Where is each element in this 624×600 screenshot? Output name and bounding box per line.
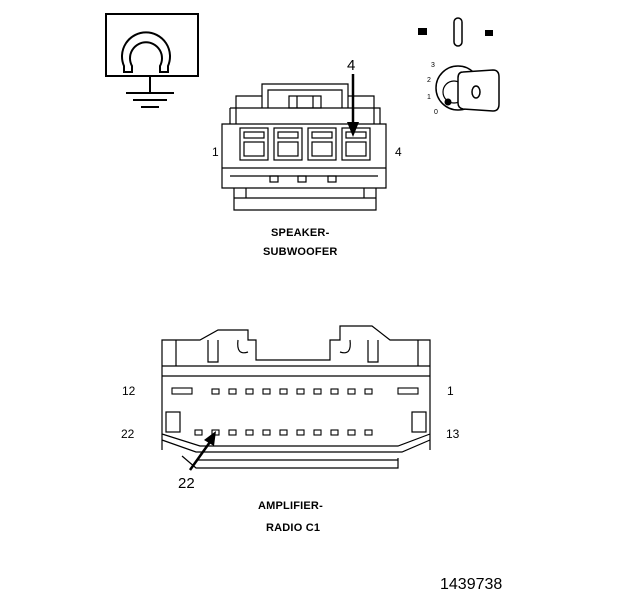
ignition-switch-icon	[418, 17, 493, 47]
key-position-2: 2	[427, 77, 431, 84]
ohmmeter-symbol-icon	[105, 13, 199, 77]
amplifier-cavities-bottom-row	[194, 429, 373, 436]
speaker-cavities	[239, 127, 371, 161]
amplifier-caption-line2: RADIO C1	[266, 522, 320, 534]
speaker-caption-line2: SUBWOOFER	[263, 246, 338, 258]
key-position-1: 1	[427, 94, 431, 101]
speaker-callout-label: 4	[347, 57, 355, 74]
amplifier-callout-arrow	[188, 431, 216, 471]
speaker-subwoofer-connector	[221, 83, 387, 211]
key-position-3: 3	[431, 62, 435, 69]
amplifier-caption-line1: AMPLIFIER-	[258, 500, 323, 512]
amplifier-pin-top-right-label: 1	[447, 384, 454, 398]
amplifier-pin-top-left-label: 12	[122, 384, 136, 398]
speaker-caption-line1: SPEAKER-	[271, 227, 330, 239]
amplifier-callout-label: 22	[178, 475, 195, 492]
reference-number: 1439738	[440, 576, 502, 593]
amplifier-radio-connector	[161, 325, 431, 469]
speaker-callout-arrow	[347, 74, 359, 137]
amplifier-pin-bottom-right-label: 13	[446, 427, 460, 441]
key-position-0: 0	[434, 109, 438, 116]
speaker-pin-right-label: 4	[395, 145, 402, 159]
ignition-key-icon: 3 2 1 0	[427, 62, 500, 116]
amplifier-pin-bottom-left-label: 22	[121, 427, 135, 441]
ground-symbol-icon	[126, 76, 174, 108]
speaker-pin-left-label: 1	[212, 145, 219, 159]
amplifier-cavities-top-row	[171, 387, 419, 395]
